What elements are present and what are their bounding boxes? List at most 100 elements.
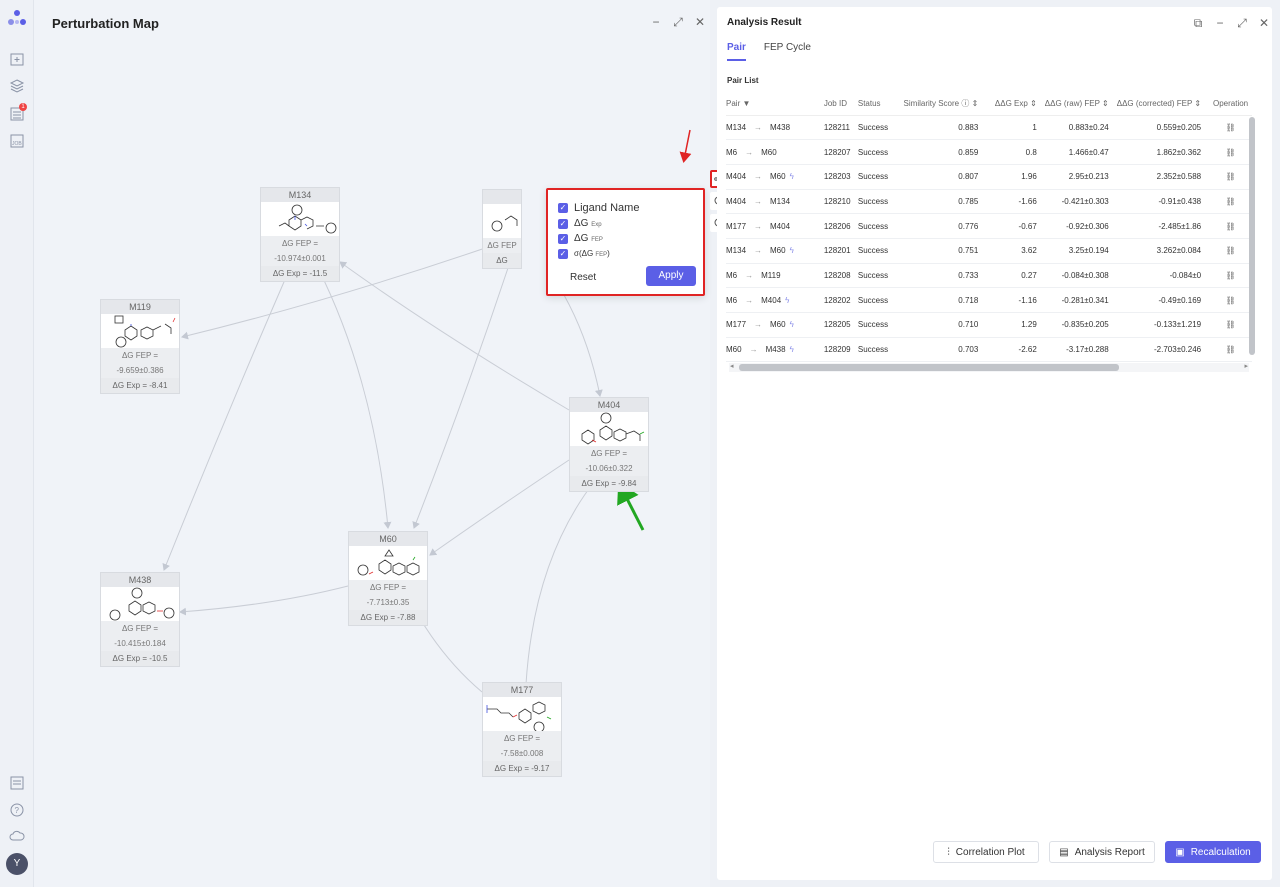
cloud-icon[interactable] — [9, 828, 25, 844]
option-label: ΔG Exp — [574, 218, 602, 229]
node-m438[interactable]: M438 ΔG FEP = -10.415±0.184 ΔG Exp = -10… — [100, 572, 180, 667]
svg-text:JOB: JOB — [12, 141, 22, 147]
col-similarity[interactable]: Similarity Score ⓘ ⇕ — [903, 93, 987, 116]
document-icon[interactable] — [9, 775, 25, 791]
edge-m404-m60[interactable] — [429, 459, 570, 556]
node-m177[interactable]: M177 ΔG FEP = -7.58±0.008 ΔG Exp = -9.17 — [482, 682, 562, 777]
restore-icon[interactable]: ⧉ — [1193, 16, 1203, 30]
node-m134[interactable]: M134 ΔG FEP = -10.974±0.001 ΔG Exp = -11… — [260, 187, 340, 282]
edge-m134-m60[interactable] — [317, 267, 392, 529]
avatar[interactable]: Y — [6, 853, 28, 875]
help-icon[interactable]: ? — [9, 802, 25, 818]
checkbox-checked-icon[interactable]: ✓ — [558, 203, 568, 213]
option-sigma[interactable]: ✓ σ(ΔG FEP) — [558, 246, 693, 261]
correlation-plot-button[interactable]: ⫶ Correlation Plot — [933, 841, 1039, 863]
node-m404[interactable]: M404 ΔG FEP = -10.06±0.322 ΔG Exp = -9.8… — [569, 397, 649, 492]
checkbox-checked-icon[interactable]: ✓ — [558, 218, 568, 229]
tab-fep-cycle[interactable]: FEP Cycle — [763, 42, 811, 53]
link-icon[interactable]: ⛓ — [1225, 221, 1236, 231]
analysis-report-button[interactable]: ▤ Analysis Report — [1049, 841, 1155, 863]
sort-icon[interactable]: ⇕ — [1194, 99, 1202, 109]
node-fep-label: ΔG FEP = -7.58±0.008 — [483, 731, 561, 761]
edge-m177-m404[interactable] — [525, 481, 595, 685]
sort-icon[interactable]: ⇕ — [971, 99, 979, 109]
node-m119[interactable]: M119 ΔG FEP = -9.659±0.386 ΔG Exp = -8.4… — [100, 299, 180, 394]
filter-icon[interactable]: ▼ — [742, 99, 751, 109]
scroll-left-icon[interactable]: ◂ — [730, 363, 734, 370]
checkbox-checked-icon[interactable]: ✓ — [558, 233, 568, 244]
layers-icon[interactable] — [9, 78, 25, 94]
apply-button[interactable]: Apply — [646, 266, 696, 286]
ligand-a: M134 — [726, 246, 747, 256]
horizontal-scrollbar[interactable]: ◂ ▸ — [729, 363, 1249, 372]
edge-m404-m134[interactable] — [339, 261, 570, 411]
link-icon[interactable]: ⛓ — [1225, 196, 1236, 206]
link-icon[interactable]: ⛓ — [1225, 295, 1236, 305]
option-dg-fep[interactable]: ✓ ΔG FEP — [558, 231, 693, 246]
node-hidden[interactable]: ΔG FEP ΔG — [482, 189, 522, 269]
operation-cell: ⛓ — [1209, 312, 1252, 338]
close-icon[interactable]: ✕ — [694, 15, 706, 29]
molecule-image — [101, 314, 179, 348]
vertical-scrollbar[interactable] — [1249, 117, 1255, 355]
map-title: Perturbation Map — [52, 16, 159, 31]
link-icon[interactable]: ⛓ — [1225, 172, 1236, 182]
link-icon[interactable]: ⛓ — [1225, 320, 1236, 330]
app-logo[interactable] — [6, 8, 28, 30]
ddg-fep-raw-cell: -0.421±0.303 — [1044, 189, 1117, 215]
minimize-icon[interactable]: − — [1216, 16, 1224, 30]
col-ddg-fep-raw[interactable]: ΔΔG (raw) FEP ⇕ — [1044, 93, 1117, 116]
col-ddg-fep-corr[interactable]: ΔΔG (corrected) FEP ⇕ — [1116, 93, 1210, 116]
tab-pair[interactable]: Pair — [727, 42, 746, 61]
ddg-fep-raw-cell: 1.466±0.47 — [1044, 139, 1117, 165]
maximize-icon[interactable]: ⤢ — [673, 15, 683, 29]
sort-icon[interactable]: ⇕ — [1102, 99, 1109, 109]
option-ligand-name[interactable]: ✓ Ligand Name — [558, 200, 693, 216]
node-exp-label: ΔG Exp = -7.88 — [360, 613, 416, 622]
node-m60[interactable]: M60 ΔG FEP = -7.713±0.35 ΔG Exp = -7.88 — [348, 531, 428, 626]
col-pair[interactable]: Pair ▼ — [726, 93, 824, 116]
edge-m6-m119[interactable] — [181, 244, 495, 340]
job-id-cell: 128205 — [823, 312, 858, 338]
option-dg-exp[interactable]: ✓ ΔG Exp — [558, 216, 693, 231]
job-icon[interactable]: JOB — [9, 133, 25, 149]
job-id-cell: 128201 — [823, 238, 858, 264]
link-icon[interactable]: ⛓ — [1225, 122, 1236, 132]
col-ddg-exp[interactable]: ΔΔG Exp ⇕ — [986, 93, 1045, 116]
recalculation-button[interactable]: ▣ Recalculation — [1165, 841, 1261, 863]
info-icon[interactable]: ⓘ — [961, 99, 970, 109]
link-icon[interactable]: ⛓ — [1225, 345, 1236, 355]
sort-icon[interactable]: ⇕ — [1030, 99, 1037, 109]
node-name: M60 — [349, 532, 427, 546]
similarity-cell: 0.859 — [903, 139, 987, 165]
link-icon[interactable]: ⛓ — [1225, 147, 1236, 157]
chart-icon: ⫶ — [947, 846, 950, 858]
status-cell: Success — [857, 263, 904, 289]
scroll-thumb[interactable] — [739, 364, 1119, 371]
link-icon[interactable]: ⛓ — [1225, 270, 1236, 280]
scroll-right-icon[interactable]: ▸ — [1244, 363, 1248, 370]
list-icon[interactable] — [9, 106, 25, 122]
edge-m134-m438[interactable] — [162, 267, 291, 571]
minimize-icon[interactable]: − — [652, 15, 660, 29]
link-icon[interactable]: ⛓ — [1225, 246, 1236, 256]
edge-m6-m404[interactable] — [563, 294, 603, 397]
maximize-icon[interactable]: ⤢ — [1237, 16, 1247, 30]
checkbox-checked-icon[interactable]: ✓ — [558, 248, 568, 259]
edge-m6-m60[interactable] — [412, 267, 509, 529]
new-file-icon[interactable] — [9, 51, 25, 67]
reset-button[interactable]: Reset — [570, 272, 597, 283]
edge-m60-m438[interactable] — [179, 585, 349, 616]
close-icon[interactable]: ✕ — [1258, 16, 1270, 30]
ddg-exp-cell: 0.27 — [986, 263, 1045, 289]
